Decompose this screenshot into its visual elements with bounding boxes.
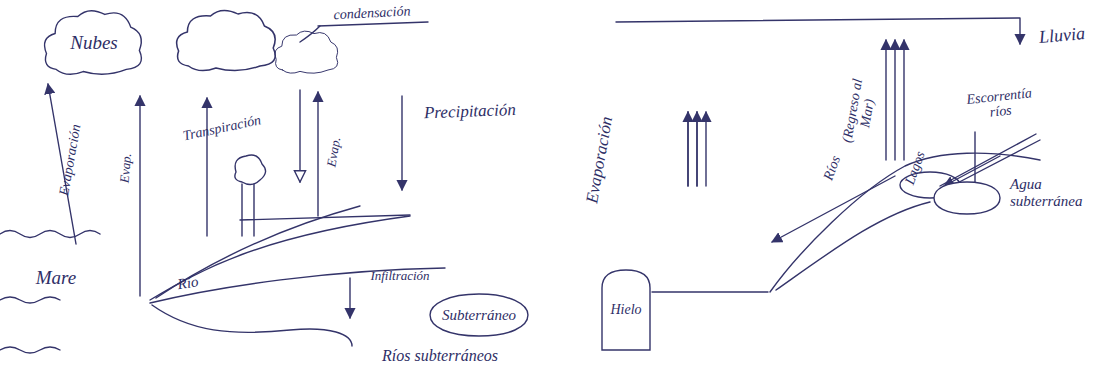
- river-bank: [150, 216, 410, 300]
- node-shape: [602, 270, 650, 350]
- handwritten-label: Lagos: [902, 149, 928, 186]
- node-text: Subterráneo: [442, 307, 516, 324]
- handwritten-label: Infiltración: [370, 269, 429, 283]
- return-arrow: [894, 40, 895, 160]
- node-text: Nubes: [70, 33, 118, 54]
- node-outline: [932, 180, 1002, 216]
- handwritten-label: Precipitación: [424, 101, 517, 123]
- handwritten-label: Evap.: [324, 136, 343, 168]
- node-shape: [430, 294, 528, 336]
- precipitation-arrow: [401, 96, 402, 190]
- sea-wave: [0, 231, 100, 238]
- return-arrow: [903, 40, 904, 160]
- infiltration-arrow: [349, 278, 350, 318]
- node-text: Hielo: [610, 302, 641, 317]
- underline: [318, 22, 428, 26]
- transpiration-arrow: [206, 98, 207, 236]
- sea-wave: [0, 347, 60, 353]
- sea-wave: [0, 297, 60, 303]
- handwritten-label: Evaporación: [583, 115, 617, 205]
- circled-term: Subterráneo: [428, 292, 530, 338]
- node-shape: [934, 182, 1000, 214]
- evaporation-arrow: [687, 112, 688, 186]
- rain-arrow: [616, 18, 1020, 44]
- underground-river: [152, 305, 352, 346]
- ice-box: Hielo: [600, 268, 652, 352]
- leader-line: [300, 26, 320, 42]
- handwritten-label: Evap.: [118, 152, 135, 183]
- soil-line: [150, 268, 445, 303]
- node-shape: [45, 11, 142, 75]
- tree-trunk: [242, 184, 254, 236]
- return-arrow: [885, 40, 886, 160]
- river-bank: [156, 206, 360, 298]
- handwritten-label: Ríos: [821, 154, 844, 183]
- cloud: [177, 10, 276, 70]
- land-slope: [776, 202, 930, 290]
- evaporation-arrows: [688, 112, 706, 186]
- handwritten-label: condensación: [333, 3, 411, 22]
- handwritten-label: (Regreso al Mar): [839, 74, 882, 150]
- handwritten-label: Ríos subterráneos: [382, 347, 498, 365]
- handwritten-label: Transpiración: [182, 112, 263, 144]
- handwritten-label: Mare: [36, 268, 76, 289]
- handwritten-label: Evaporación: [56, 123, 84, 197]
- handwritten-label: Escorrentía ríos: [957, 84, 1044, 123]
- evaporation-arrow: [696, 112, 697, 186]
- handwritten-label: Río: [177, 273, 200, 292]
- evaporation-arrow: [317, 92, 318, 216]
- cloud-node: Nubes: [40, 6, 148, 80]
- runoff-arrow: [772, 176, 895, 242]
- handwritten-label: Lluvia: [1038, 24, 1086, 48]
- tree-crown: [235, 155, 266, 185]
- groundwater-oval: Agua subterránea: [932, 180, 1002, 216]
- node-text: Agua subterránea: [1010, 176, 1090, 209]
- evaporation-arrow: [139, 96, 140, 296]
- ground-line: [652, 291, 768, 292]
- precipitation-arrow: [299, 90, 300, 182]
